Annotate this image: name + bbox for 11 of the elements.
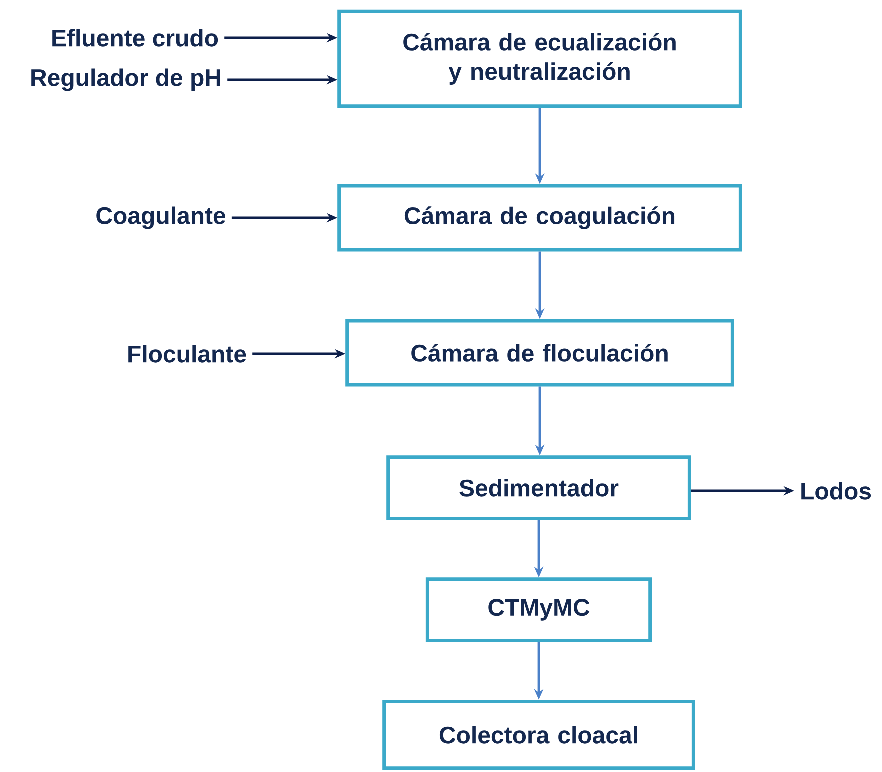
input-label: Regulador de pH <box>32 68 220 92</box>
process-box: Cámara de ecualización y neutralización <box>338 10 742 108</box>
process-box: Colectora cloacal <box>382 700 696 770</box>
process-box: CTMyMC <box>426 578 652 642</box>
process-box: Sedimentador <box>386 456 692 520</box>
process-box: Cámara de coagulación <box>338 184 742 252</box>
input-label: Coagulante <box>96 206 226 230</box>
process-box: Cámara de floculación <box>346 319 734 387</box>
output-label: Lodos <box>802 482 872 500</box>
input-label: Efluente crudo <box>52 29 218 47</box>
input-label: Floculante <box>128 345 246 363</box>
